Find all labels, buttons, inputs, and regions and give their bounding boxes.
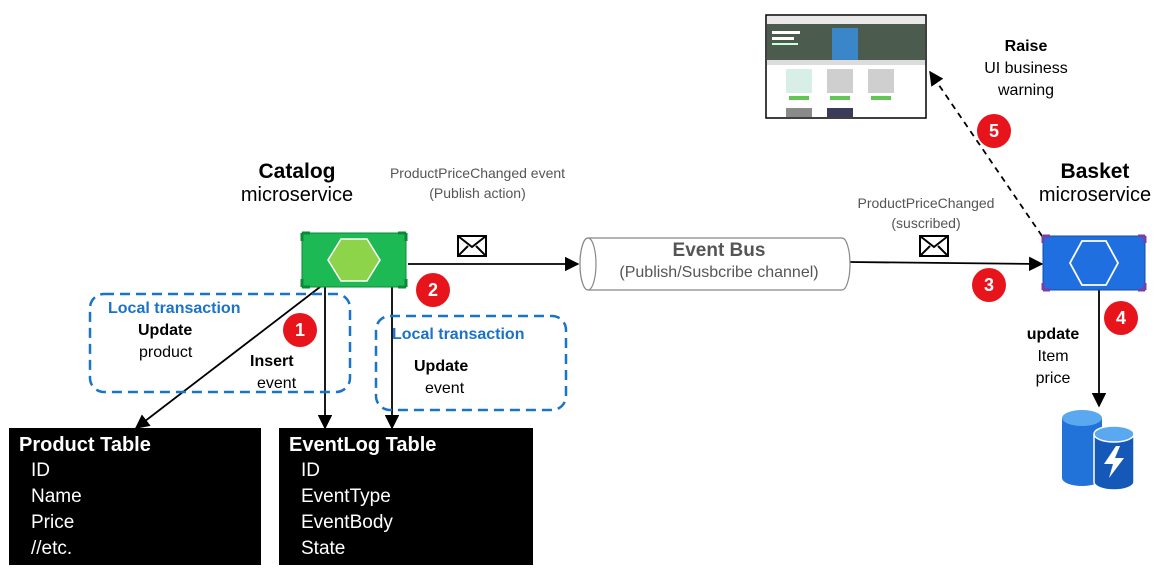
catalog-title-group: Catalog microservice bbox=[222, 160, 372, 207]
insert-object: event bbox=[257, 375, 297, 392]
product-table-field: //etc. bbox=[31, 538, 73, 559]
event-bus-label: Event Bus (Publish/Susbcribe channel) bbox=[596, 240, 842, 284]
arrow-update-product bbox=[134, 286, 321, 429]
product-table-field: ID bbox=[31, 460, 50, 481]
product-table-field: Price bbox=[31, 512, 75, 533]
event-bus-cylinder bbox=[579, 237, 851, 291]
update-price-line3: price bbox=[1035, 370, 1071, 387]
event-bus-title: Event Bus bbox=[672, 240, 766, 261]
raise-action: Raise bbox=[1004, 38, 1048, 55]
insert-action: Insert bbox=[250, 353, 294, 370]
catalog-service-icon bbox=[300, 231, 408, 289]
update-price-label: update Item price bbox=[1014, 324, 1092, 390]
product-table: Product Table ID Name Price //etc. bbox=[9, 428, 261, 565]
product-table-field: Name bbox=[31, 486, 82, 507]
arrow-raise-warning bbox=[929, 70, 1043, 237]
local-transaction-2-heading: Local transaction bbox=[392, 326, 525, 343]
catalog-title: Catalog bbox=[258, 160, 336, 183]
local-transaction-1-object: product bbox=[139, 344, 193, 361]
publish-label: ProductPriceChanged event (Publish actio… bbox=[370, 163, 585, 203]
step-badge-1: 1 bbox=[283, 313, 317, 347]
subscribe-label: ProductPriceChanged (suscribed) bbox=[840, 193, 1012, 233]
publish-label-line1: ProductPriceChanged event bbox=[389, 165, 566, 181]
eventlog-table-field: ID bbox=[301, 460, 320, 481]
update-price-action: update bbox=[1026, 326, 1080, 343]
step-badge-4: 4 bbox=[1104, 301, 1138, 335]
step-badge-2: 2 bbox=[416, 273, 450, 307]
basket-title-group: Basket microservice bbox=[1020, 160, 1170, 207]
product-table-title: Product Table bbox=[19, 434, 151, 456]
basket-subtitle: microservice bbox=[1038, 184, 1152, 206]
database-icon bbox=[1062, 410, 1135, 491]
raise-line2: UI business bbox=[984, 60, 1068, 77]
publish-label-line2: (Publish action) bbox=[429, 185, 526, 201]
local-transaction-2-object: event bbox=[425, 380, 465, 397]
local-transaction-1-action: Update bbox=[138, 322, 193, 339]
eventlog-table-field: EventBody bbox=[301, 512, 393, 533]
basket-title: Basket bbox=[1060, 160, 1130, 183]
local-transaction-box-2 bbox=[374, 314, 568, 412]
eventlog-table-field: State bbox=[301, 538, 346, 559]
local-transaction-1-heading: Local transaction bbox=[108, 300, 241, 317]
eventlog-table-title: EventLog Table bbox=[289, 434, 437, 456]
raise-line3: warning bbox=[997, 82, 1055, 99]
envelope-icon bbox=[457, 235, 487, 257]
local-transaction-2-action: Update bbox=[414, 358, 469, 375]
eventlog-table-field: EventType bbox=[301, 486, 391, 507]
local-transaction-box-1 bbox=[88, 292, 352, 394]
hexagon-icon bbox=[327, 238, 381, 282]
web-ui-thumbnail bbox=[765, 14, 927, 119]
subscribe-label-line2: (suscribed) bbox=[891, 215, 961, 231]
step-badge-5: 5 bbox=[977, 114, 1011, 148]
step-badge-3: 3 bbox=[972, 268, 1006, 302]
eventlog-table: EventLog Table ID EventType EventBody St… bbox=[279, 428, 533, 565]
update-price-line2: Item bbox=[1037, 348, 1069, 365]
catalog-subtitle: microservice bbox=[240, 184, 354, 206]
event-bus-subtitle: (Publish/Susbcribe channel) bbox=[619, 264, 819, 281]
basket-service-icon bbox=[1041, 234, 1147, 292]
raise-warning-label: Raise UI business warning bbox=[974, 36, 1078, 102]
arrow-subscribe bbox=[849, 256, 1044, 272]
envelope-icon bbox=[919, 235, 949, 257]
subscribe-label-line1: ProductPriceChanged bbox=[857, 195, 995, 211]
